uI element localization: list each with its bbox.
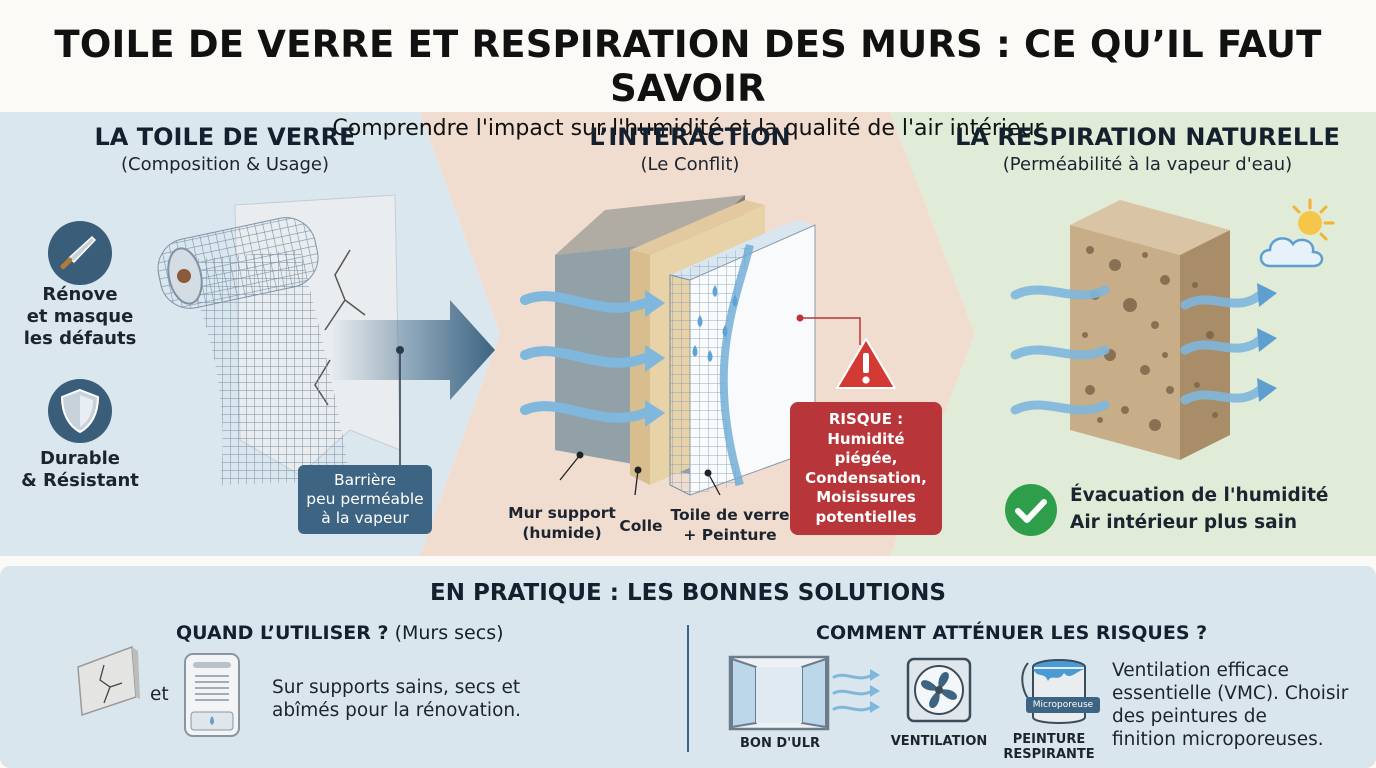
- how-text-line2: essentielle (VMC). Choisir: [1112, 683, 1349, 704]
- water-drops: [692, 285, 738, 362]
- fiberglass-roll-illustration: [157, 194, 495, 485]
- paint-can-icon: [1021, 659, 1086, 724]
- how-text: Ventilation efficace essentielle (VMC). …: [1112, 659, 1372, 751]
- when-title-bold: QUAND L’UTILISER ?: [176, 622, 389, 644]
- result-line1: Évacuation de l'humidité: [1070, 485, 1329, 506]
- how-text-line4: finition microporeuses.: [1112, 729, 1324, 750]
- breathing-wall-illustration: [1010, 200, 1277, 460]
- middle-panel-subtitle: (Le Conflit): [640, 154, 740, 175]
- porous-block: [1070, 225, 1180, 460]
- result-line2: Air intérieur plus sain: [1070, 512, 1298, 533]
- paint-label-line2: RESPIRANTE: [1003, 747, 1095, 762]
- porous-block-top: [1070, 200, 1230, 255]
- dehumidifier-icon: [184, 653, 240, 737]
- right-panel-title: LA RESPIRATION NATURELLE: [955, 123, 1340, 151]
- right-panel-subtitle: (Perméabilité à la vapeur d'eau): [1002, 154, 1293, 175]
- benefit-durable-line1: Durable: [39, 448, 121, 469]
- header: TOILE DE VERRE ET RESPIRATION DES MURS :…: [0, 0, 1376, 141]
- layer-fiberglass-line2: + Peinture: [683, 526, 777, 544]
- risk-line1: RISQUE :: [828, 410, 904, 428]
- paint-label-line1: PEINTURE: [1012, 732, 1086, 747]
- and-word: et: [150, 684, 169, 705]
- result-text: Évacuation de l'humidité Air intérieur p…: [1070, 482, 1360, 536]
- mesh-sheet: [180, 250, 350, 485]
- window-label: BON D'ULR: [740, 736, 820, 751]
- warning-triangle-icon: [836, 338, 896, 389]
- wall-top: [555, 195, 745, 255]
- benefit-durable-label: Durable & Résistant: [10, 448, 150, 492]
- shield-icon: [48, 379, 112, 443]
- barrier-tag: Barrière peu perméable à la vapeur: [298, 465, 432, 534]
- benefit-renove-line1: Rénove: [42, 284, 118, 305]
- trowel-icon: [48, 221, 112, 285]
- barrier-line2: peu perméable: [306, 490, 424, 508]
- window-icon: [728, 655, 880, 731]
- risk-line2: Humidité piégée,: [827, 429, 905, 468]
- paint-badge: Microporeuse: [1026, 697, 1100, 713]
- benefit-renove-label: Rénove et masque les défauts: [10, 284, 150, 350]
- barrier-line1: Barrière: [333, 471, 396, 489]
- middle-panel-title: L’INTERACTION: [589, 123, 791, 151]
- left-panel-subtitle: (Composition & Usage): [120, 154, 330, 175]
- ventilation-label: VENTILATION: [890, 734, 988, 749]
- wall-layers-illustration: [520, 195, 861, 496]
- how-text-line3: des peintures de: [1112, 706, 1267, 727]
- left-panel-title: LA TOILE DE VERRE: [94, 123, 356, 151]
- when-text-line1: Sur supports sains, secs et: [272, 677, 521, 698]
- how-title: COMMENT ATTÉNUER LES RISQUES ?: [816, 622, 1207, 644]
- humidity-arrows: [520, 291, 650, 423]
- layer-wall-label: Mur support (humide): [487, 503, 637, 543]
- barrier-arrow: [330, 300, 495, 400]
- check-circle-icon: [1005, 484, 1057, 536]
- when-title-sub: (Murs secs): [394, 622, 504, 644]
- vapor-arrows: [1010, 285, 1265, 415]
- when-text: Sur supports sains, secs et abîmés pour …: [272, 676, 572, 722]
- page-title: TOILE DE VERRE ET RESPIRATION DES MURS :…: [54, 23, 1322, 110]
- layer-wall-line2: (humide): [522, 524, 602, 542]
- practice-title: EN PRATIQUE : LES BONNES SOLUTIONS: [430, 580, 946, 606]
- risk-callout: RISQUE : Humidité piégée, Condensation, …: [790, 402, 942, 535]
- benefit-renove-line3: les défauts: [23, 328, 137, 349]
- barrier-line3: à la vapeur: [321, 509, 409, 527]
- page-subtitle: Comprendre l'impact sur l'humidité et la…: [332, 116, 1044, 141]
- benefit-renove-line2: et masque: [26, 306, 134, 327]
- sun-cloud-icon: [1259, 198, 1335, 268]
- benefit-durable-line2: & Résistant: [21, 470, 139, 491]
- layer-fiberglass-label: Toile de verre + Peinture: [660, 505, 800, 545]
- layer-wall-line1: Mur support: [508, 504, 616, 522]
- cracked-panel-icon: [77, 645, 140, 717]
- ventilation-fan-icon: [906, 657, 972, 723]
- when-title: QUAND L’UTILISER ? (Murs secs): [176, 622, 504, 644]
- risk-line4: Moisissures: [816, 488, 916, 506]
- layer-glue-label: Colle: [619, 517, 663, 535]
- layer-fiberglass-line1: Toile de verre: [670, 506, 790, 524]
- how-text-line1: Ventilation efficace: [1112, 660, 1289, 681]
- how-title-bold: COMMENT ATTÉNUER LES RISQUES ?: [816, 622, 1208, 644]
- risk-line5: potentielles: [815, 507, 917, 526]
- when-text-line2: abîmés pour la rénovation.: [272, 700, 522, 721]
- risk-line3: Condensation,: [805, 468, 927, 487]
- paint-label: PEINTURE RESPIRANTE: [994, 732, 1104, 762]
